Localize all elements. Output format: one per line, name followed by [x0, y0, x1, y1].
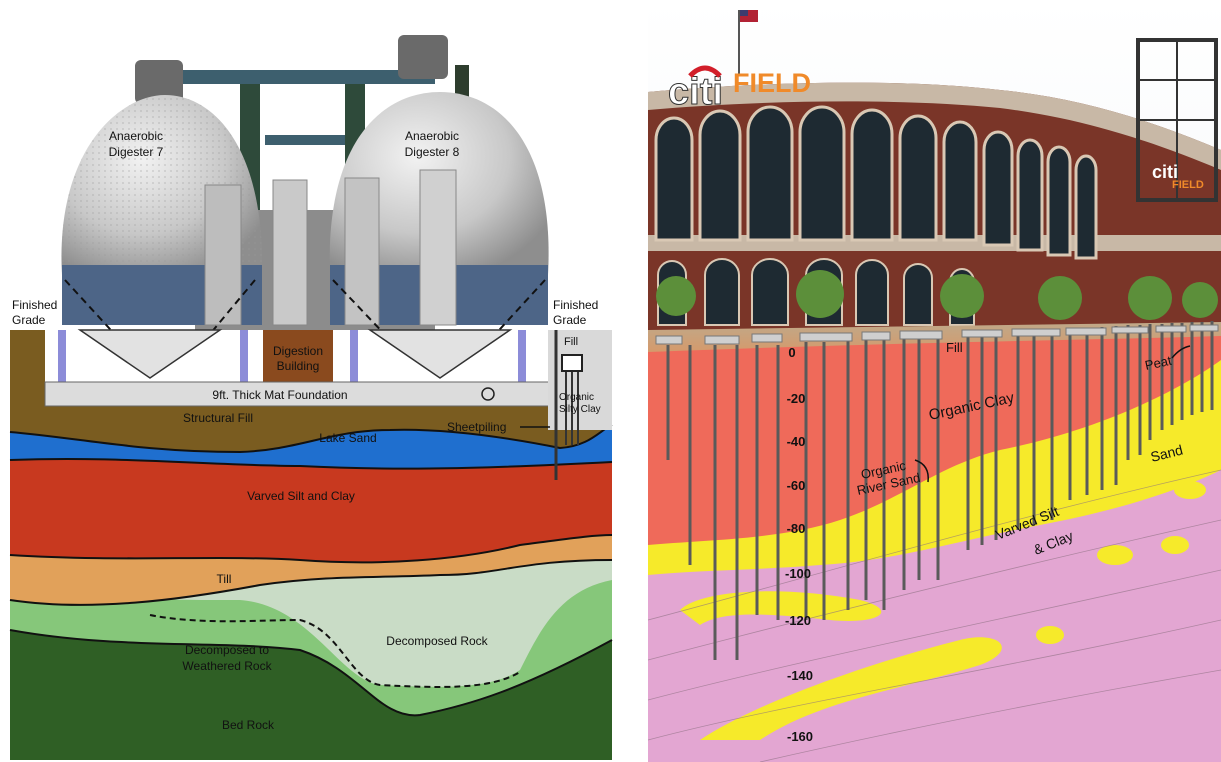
left-panel: Anaerobic Digester 7 Anaerobic Digester …: [9, 35, 613, 760]
depth-label: -80: [787, 521, 806, 536]
small-citi-sign: citi: [1152, 162, 1178, 182]
river-sand-arrow: [914, 459, 929, 483]
sand-lens: [1097, 545, 1133, 565]
till-label: Till: [217, 572, 232, 586]
digestion-building-label-line2: Building: [277, 359, 320, 373]
digester-7-label-line2: Digester 7: [109, 145, 164, 159]
structural-fill-label: Structural Fill: [183, 411, 253, 425]
sheetpiling-label: Sheetpiling: [447, 420, 506, 434]
varved-silt-clay-label: Varved Silt and Clay: [247, 489, 355, 503]
finished-grade-left-line2: Grade: [12, 313, 46, 327]
wall: [240, 330, 248, 382]
citi-sign: citi: [668, 71, 723, 113]
digester-7-label-line1: Anaerobic: [109, 129, 163, 143]
soil-profile-left: [9, 329, 613, 760]
finished-grade-right-line1: Finished: [553, 298, 598, 312]
fill-box: [548, 330, 612, 430]
citi-arc: [688, 65, 722, 78]
silo: [204, 184, 242, 326]
finished-grade-right-line2: Grade: [553, 313, 587, 327]
soil-profile-right: [647, 322, 1221, 762]
mat-foundation-label: 9ft. Thick Mat Foundation: [212, 388, 347, 402]
organic-clay-layer: [648, 330, 1221, 545]
depth-scale: 0 -20 -40 -60 -80 -100 -120 -140 -160: [785, 345, 813, 744]
wall: [350, 330, 358, 382]
piles: [666, 321, 1214, 660]
depth-label: -40: [787, 434, 806, 449]
depth-label: -140: [787, 668, 813, 683]
mat-foundation: [44, 381, 551, 407]
peat-arrow: [1171, 345, 1191, 359]
sand-label: Sand: [1149, 441, 1185, 464]
silo: [272, 179, 308, 326]
digester-8-label-line1: Anaerobic: [405, 129, 459, 143]
decomposed-weathered-line1: Decomposed to: [185, 643, 269, 657]
silo: [344, 177, 380, 326]
depth-label: 0: [788, 345, 795, 360]
digester-7-cone: [77, 329, 223, 379]
digestion-building-label-line1: Digestion: [273, 344, 323, 358]
fill-label-right: Fill: [946, 340, 963, 355]
top-walkway: [175, 70, 435, 84]
bed-rock-label: Bed Rock: [222, 718, 275, 732]
depth-label: -20: [787, 391, 806, 406]
digester-8-cone: [367, 329, 513, 379]
peat-label: Peat: [1144, 353, 1174, 373]
organic-silty-clay-line2: Silty Clay: [559, 404, 601, 415]
silo: [419, 169, 457, 326]
wall: [518, 330, 526, 382]
left-tower-cab: [135, 60, 183, 104]
wall: [58, 330, 66, 382]
sand-lens: [680, 591, 882, 625]
stadium-facade: [648, 10, 1221, 330]
small-field-sign: FIELD: [1172, 179, 1204, 191]
sand-lens: [1161, 536, 1189, 554]
digester-complex: [61, 35, 549, 341]
crosshair-marker: [481, 387, 495, 401]
right-panel: citi FIELD citi FIELD: [647, 0, 1221, 762]
decomposed-weathered-line2: Weathered Rock: [182, 659, 272, 673]
digester-8-label-line2: Digester 8: [405, 145, 460, 159]
right-tower-cab: [398, 35, 448, 79]
sand-lens: [1036, 626, 1064, 644]
digestion-building-box: [263, 330, 333, 382]
organic-silty-clay-line1: Organic: [559, 392, 594, 403]
depth-label: -120: [785, 613, 811, 628]
pile-caps: [655, 324, 1219, 345]
lake-sand-label: Lake Sand: [319, 431, 376, 445]
sand-lens: [1174, 481, 1206, 499]
decomposed-rock-label: Decomposed Rock: [386, 634, 488, 648]
finished-grade-left-line1: Finished: [12, 298, 57, 312]
sand-lens: [700, 637, 1002, 740]
depth-label: -160: [787, 729, 813, 744]
cross-walkway: [265, 135, 345, 145]
depth-label: -60: [787, 478, 806, 493]
fill-label: Fill: [564, 336, 578, 348]
field-sign: FIELD: [733, 68, 811, 98]
pile-cap: [561, 354, 583, 372]
depth-label: -100: [785, 566, 811, 581]
